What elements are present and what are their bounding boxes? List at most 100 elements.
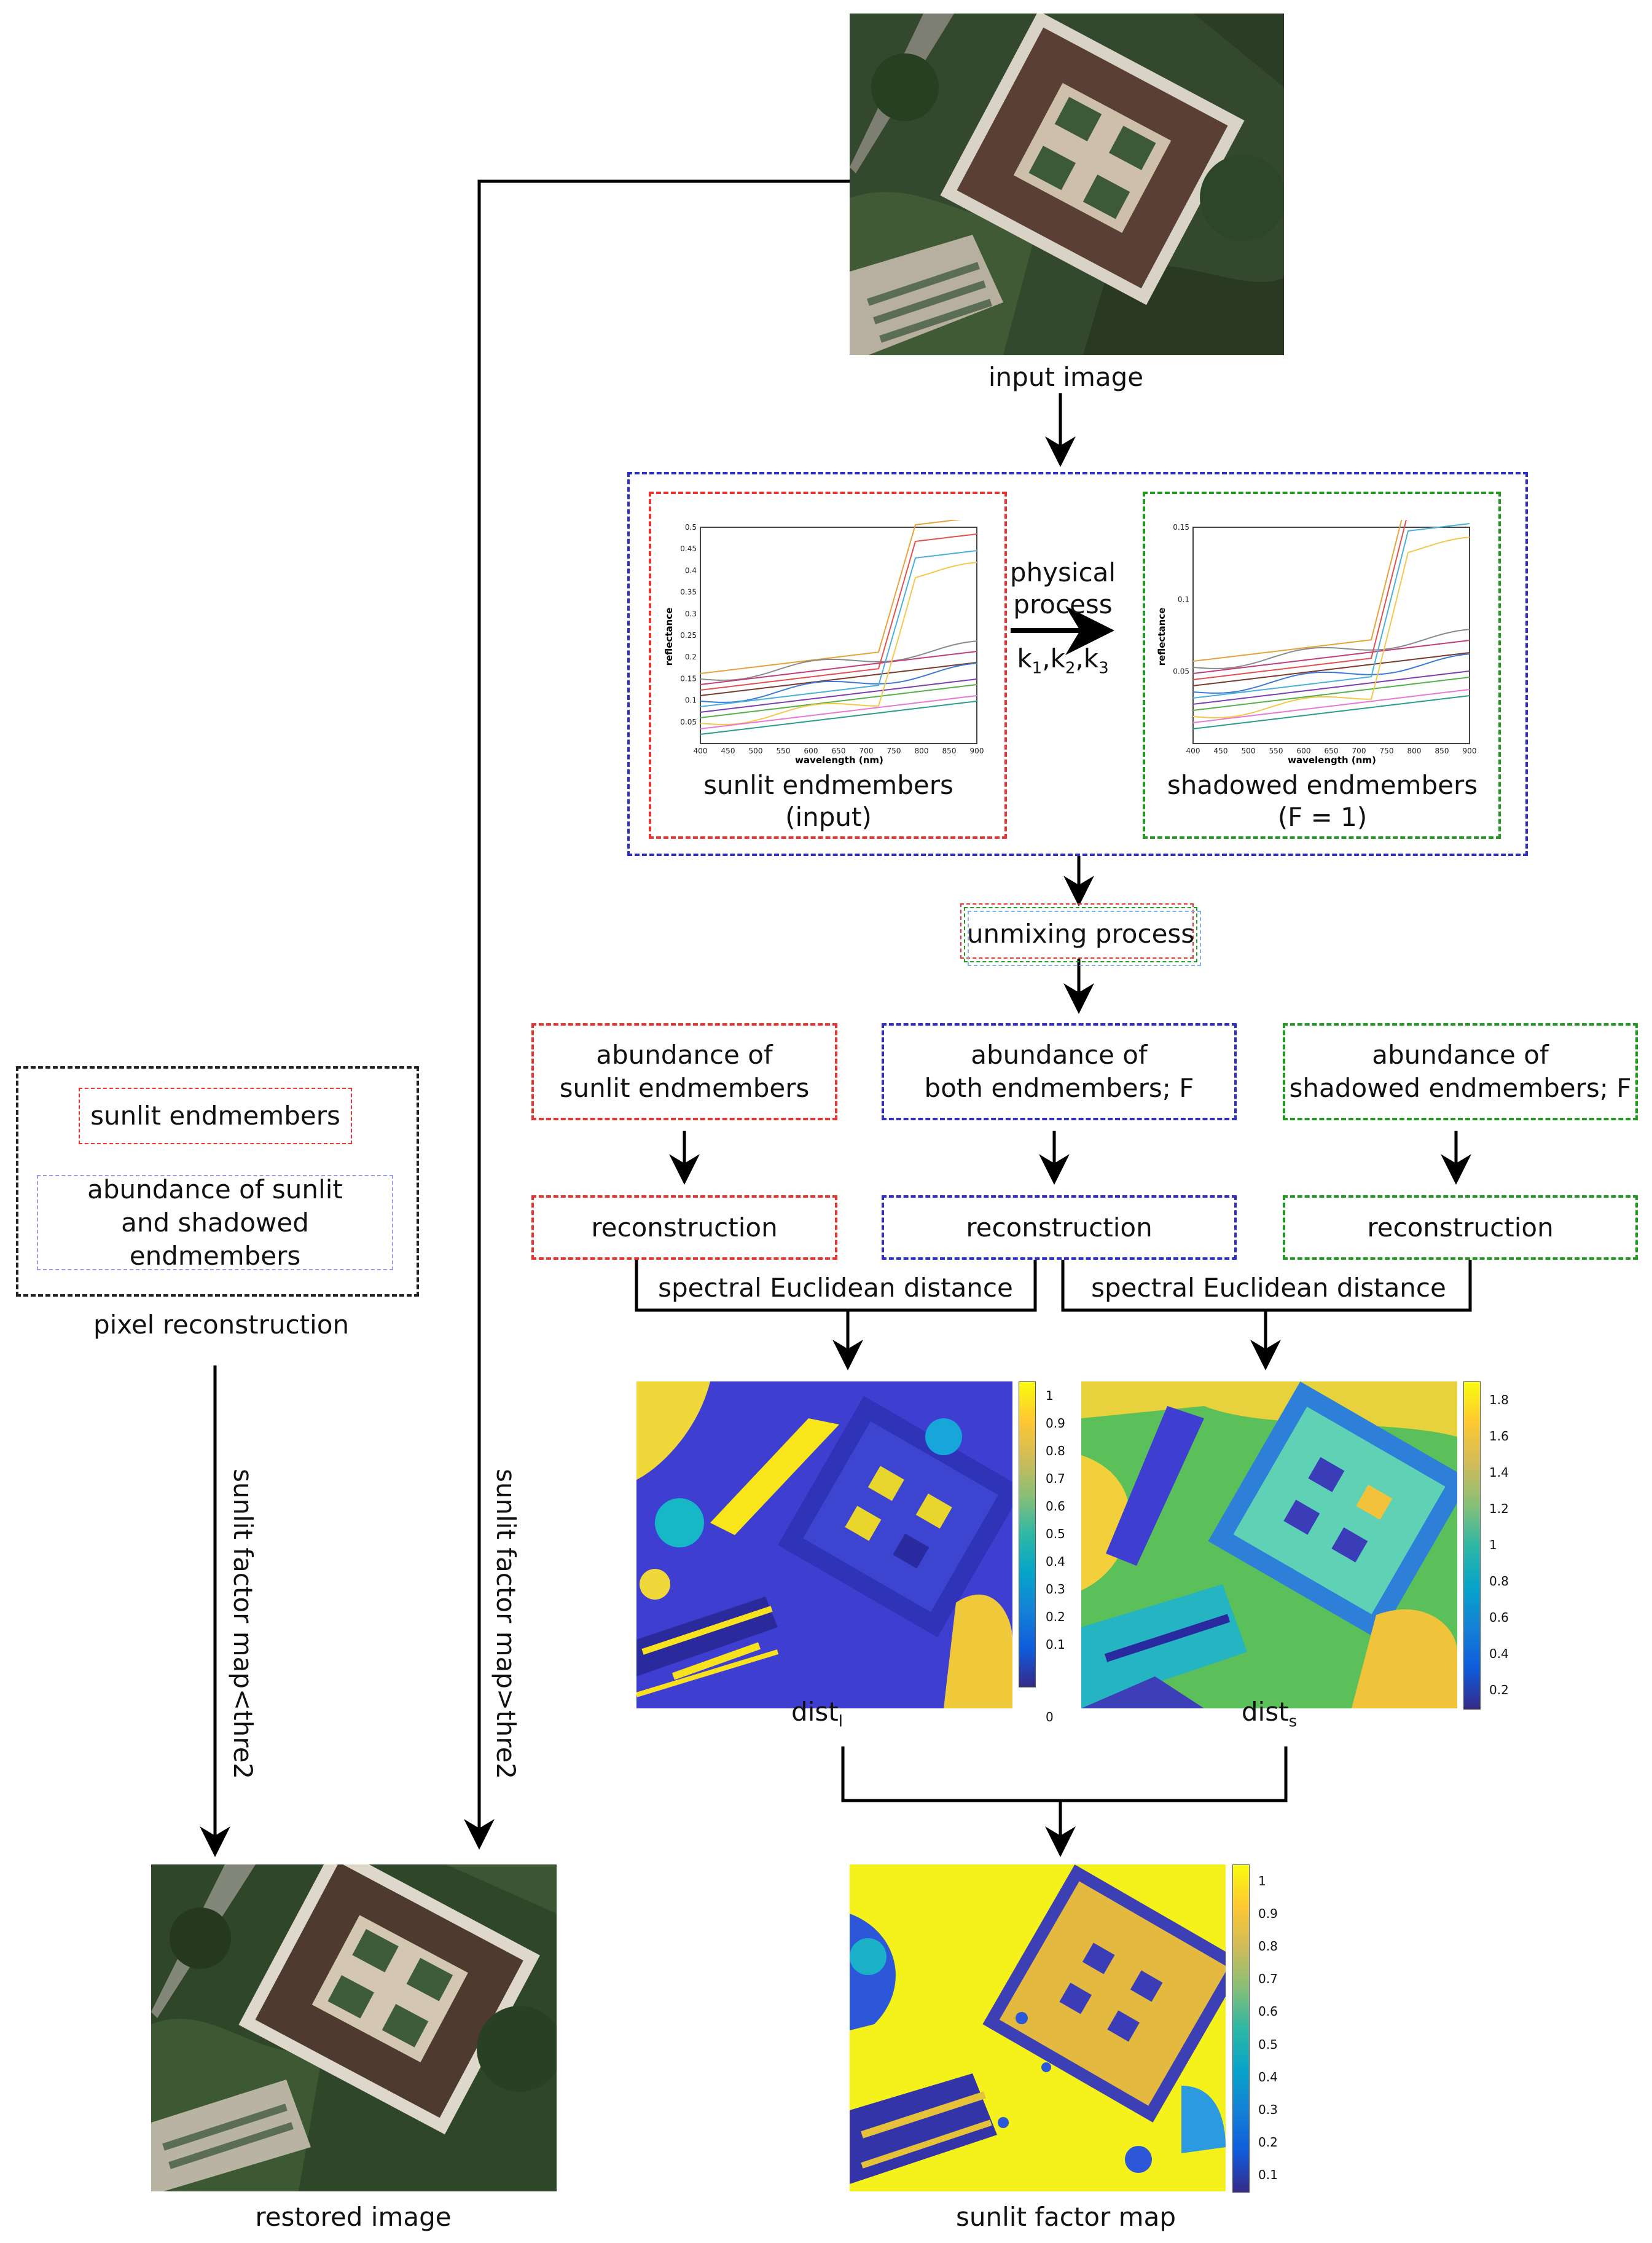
colorbar-3: [1232, 1864, 1250, 2193]
shadowed-plot-xtick: 800: [1407, 747, 1422, 755]
shadowed-caption-line2: (F = 1): [1277, 802, 1368, 832]
physical-line2: process: [1013, 589, 1113, 619]
cb3-tick: 0.3: [1258, 2102, 1278, 2117]
bracket-left: [635, 1260, 1037, 1312]
shadowed-caption-line1: shadowed endmembers: [1167, 770, 1478, 800]
sunlit-plot-ylabel: reflectance: [664, 608, 675, 666]
reconstruction-middle-box: reconstruction: [882, 1195, 1237, 1260]
cb1-tick: 0.9: [1046, 1415, 1065, 1431]
shadowed-plot-spectrum-curve: [1192, 523, 1470, 699]
sunlit-plot-spectrum-curve: [700, 662, 977, 696]
unmixing-frame-green: [964, 907, 1197, 962]
cb1-tick: 0.5: [1046, 1526, 1065, 1541]
sunlit-plot-spectrum-curve: [700, 533, 977, 691]
cb3-tick: 0.8: [1258, 1939, 1278, 1954]
sunlit-plot-ytick: 0.1: [685, 696, 697, 705]
sunlit-plot-xtick: 900: [970, 747, 984, 755]
thre-less-label: sunlit factor map<thre2: [228, 1469, 258, 1780]
path-input-to-restored: [464, 179, 850, 1850]
cb2-tick: 1.6: [1489, 1428, 1509, 1444]
restored-image: [151, 1864, 557, 2191]
sunlit-caption-line1: sunlit endmembers: [703, 770, 953, 800]
shadowed-plot-xtick: 650: [1325, 747, 1339, 755]
shadowed-plot-ytick: 0.15: [1173, 523, 1189, 532]
sunlit-plot-xtick: 500: [749, 747, 763, 755]
sunlit-plot-ytick: 0.3: [685, 610, 697, 618]
cb2-tick: 0.6: [1489, 1610, 1509, 1625]
shadowed-plot-spectrum-curve: [1192, 670, 1470, 705]
reconstruction-left-box: reconstruction: [531, 1195, 837, 1260]
abundance-shadowed-line2: shadowed endmembers; F: [1289, 1073, 1632, 1103]
shadowed-plot-spectrum-curve: [1192, 653, 1470, 694]
cb2-tick: 0.4: [1489, 1646, 1509, 1662]
cb3-tick: 0.7: [1258, 1971, 1278, 1987]
colorbar-2: [1463, 1381, 1481, 1710]
shadowed-plot-xtick: 450: [1214, 747, 1228, 755]
input-image: [850, 14, 1284, 355]
sunlit-plot-spectrum-curve: [700, 562, 977, 725]
shadowed-plot-spectrum-curve: [1192, 536, 1470, 718]
sunlit-plot-spectrum-curve: [700, 662, 977, 703]
abundance-both-line1: abundance of: [971, 1040, 1148, 1070]
physical-process-label: physical process: [1001, 557, 1124, 621]
shadowed-plot-xtick: 600: [1297, 747, 1311, 755]
sunlit-plot-spectrum-curve: [700, 695, 977, 729]
input-image-caption: input image: [988, 362, 1144, 392]
unmixing-process-label: unmixing process: [966, 919, 1195, 949]
cb1-tick: 0.6: [1046, 1498, 1065, 1514]
sunlit-plot-xtick: 750: [887, 747, 901, 755]
shadowed-plot-xtick: 750: [1380, 747, 1394, 755]
sunlit-plot-xtick: 550: [777, 747, 791, 755]
sunlit-plot-spectrum-curve: [700, 651, 977, 685]
abundance-sunlit-line1: abundance of: [596, 1040, 773, 1070]
cb1-tick: 0.1: [1046, 1637, 1065, 1652]
cb2-tick: 1.8: [1489, 1392, 1509, 1407]
abundance-both-box: abundance of both endmembers; F: [882, 1023, 1237, 1120]
shadowed-plot-xtick: 700: [1352, 747, 1366, 755]
shadowed-plot-spectrum-curve: [1192, 677, 1470, 711]
sunlit-factor-map: [850, 1864, 1226, 2191]
cb2-tick: 0.8: [1489, 1574, 1509, 1589]
legend-abundance-line1: abundance of sunlit: [87, 1174, 343, 1204]
abundance-sunlit-box: abundance of sunlit endmembers: [531, 1023, 837, 1120]
cb2-tick: 1.4: [1489, 1464, 1509, 1480]
unmixing-frame-red: [960, 903, 1194, 959]
reconstruction-middle-label: reconstruction: [966, 1212, 1153, 1243]
sunlit-plot-ytick: 0.35: [680, 588, 697, 597]
thre-greater-label: sunlit factor map>thre2: [491, 1469, 521, 1780]
cb1-tick: 0.8: [1046, 1443, 1065, 1458]
pixel-reconstruction-legend: [16, 1066, 419, 1297]
cb1-tick: 1: [1046, 1388, 1054, 1403]
restored-image-caption: restored image: [255, 2202, 452, 2232]
cb3-tick: 0.2: [1258, 2135, 1278, 2150]
cb3-tick: 0.6: [1258, 2004, 1278, 2019]
shadowed-plot-spectrum-curve: [1192, 640, 1470, 674]
sunlit-plot-spectrum-curve: [700, 550, 977, 707]
sunlit-plot-xlabel: wavelength (nm): [795, 755, 883, 766]
pixel-reconstruction-caption: pixel reconstruction: [93, 1310, 350, 1340]
dist-s-label: dists: [1241, 1697, 1298, 1731]
shadowed-plot-ytick: 0.1: [1178, 595, 1189, 603]
sunlit-plot-xtick: 450: [721, 747, 735, 755]
sunlit-endmembers-caption: sunlit endmembers (input): [655, 769, 1002, 833]
abundance-shadowed-box: abundance of shadowed endmembers; F: [1283, 1023, 1638, 1120]
sunlit-plot-ytick: 0.05: [680, 718, 697, 726]
cb1-tick: 0.4: [1046, 1554, 1065, 1569]
sunlit-plot-xtick: 850: [942, 747, 957, 755]
sunlit-plot-xtick: 800: [915, 747, 929, 755]
legend-abundance-box: abundance of sunlit and shadowed endmemb…: [37, 1174, 393, 1271]
cb3-tick: 0.5: [1258, 2037, 1278, 2052]
sunlit-plot-ytick: 0.45: [680, 544, 697, 553]
sunlit-plot-ytick: 0.5: [685, 523, 697, 532]
shadowed-plot-ylabel: reflectance: [1156, 608, 1167, 666]
physical-params: k1,k2,k3: [1017, 643, 1109, 678]
sunlit-plot-ytick: 0.15: [680, 674, 697, 683]
distance-left-label: spectral Euclidean distance: [658, 1273, 1013, 1303]
legend-sunlit-box: sunlit endmembers: [79, 1088, 352, 1144]
reconstruction-right-label: reconstruction: [1367, 1212, 1554, 1243]
bracket-bottom: [841, 1746, 1288, 1802]
